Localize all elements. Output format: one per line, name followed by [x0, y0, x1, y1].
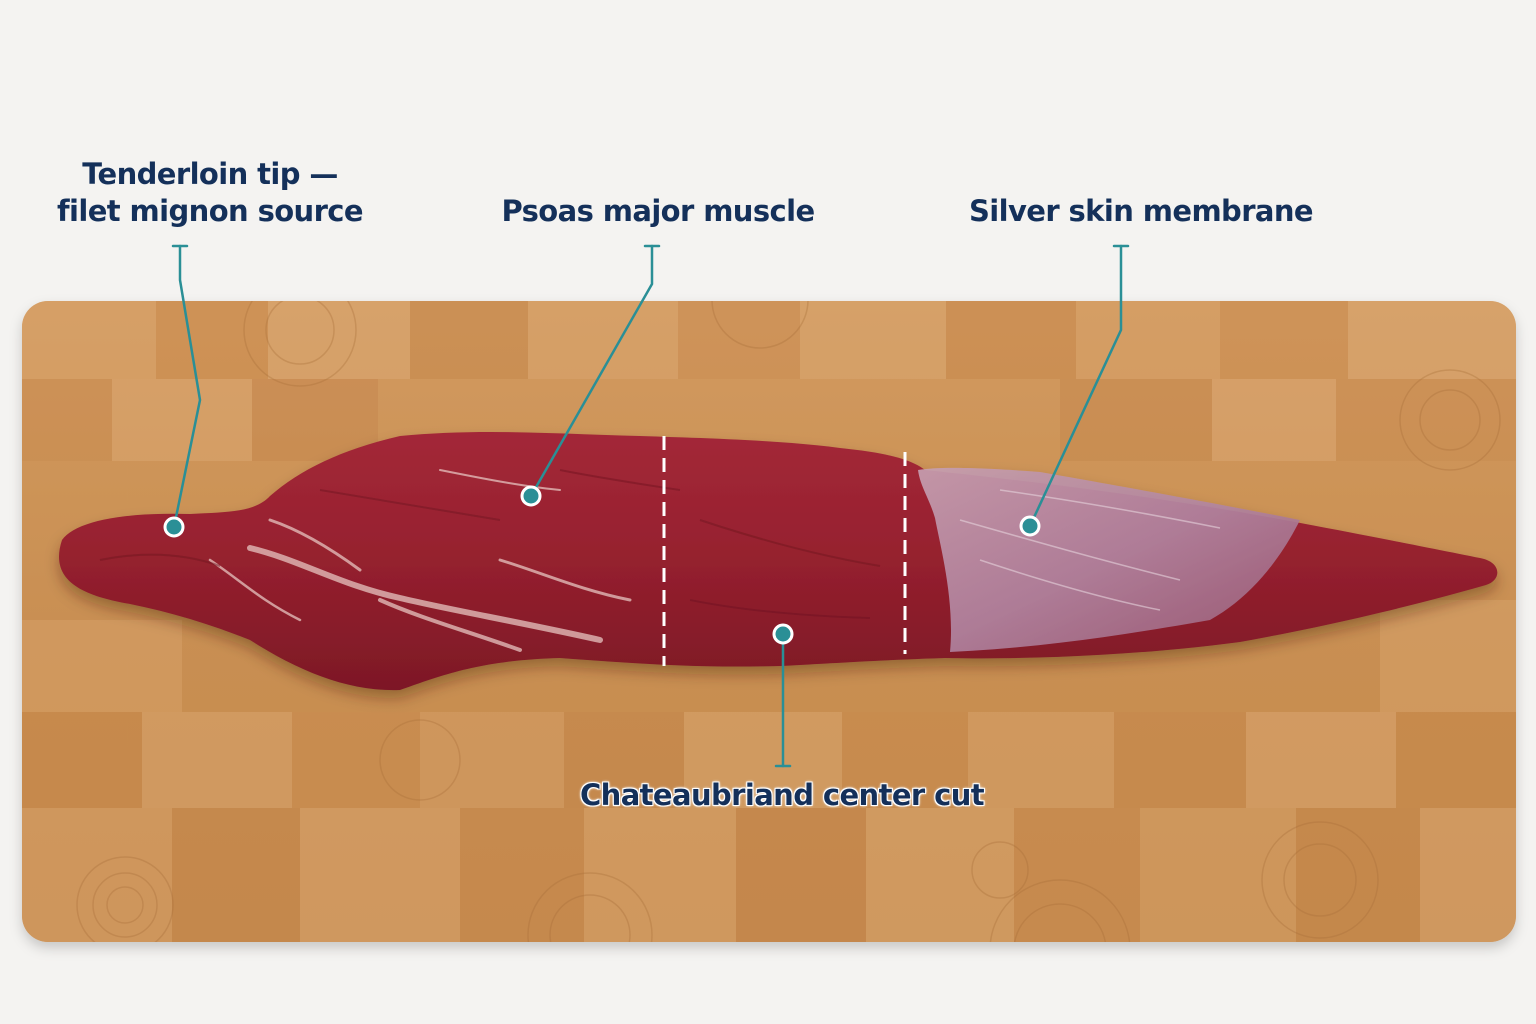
- anchor-dot-psoas: [520, 485, 542, 507]
- end-grain-blocks: [22, 301, 1516, 942]
- anchor-dot-chateaubriand: [772, 623, 794, 645]
- silver-skin: [918, 467, 1300, 652]
- anchor-dot-tenderloin-tip: [163, 516, 185, 538]
- label-tenderloin-tip-line1: Tenderloin tip —: [82, 157, 338, 191]
- leader-line-psoas: [529, 244, 661, 498]
- beef-tenderloin: [58, 431, 1498, 691]
- leader-line-silver-skin: [1028, 244, 1130, 528]
- label-tenderloin-tip-line2: filet mignon source: [57, 194, 364, 228]
- leader-line-chateaubriand: [774, 632, 792, 768]
- label-psoas-major: Psoas major muscle: [501, 194, 815, 228]
- label-tenderloin-tip: Tenderloin tip — filet mignon source: [40, 156, 380, 230]
- label-silver-skin: Silver skin membrane: [968, 194, 1314, 228]
- leader-line-tenderloin-tip: [171, 244, 202, 529]
- label-chateaubriand: Chateaubriand center cut: [579, 778, 985, 812]
- anchor-dot-silver-skin: [1019, 515, 1041, 537]
